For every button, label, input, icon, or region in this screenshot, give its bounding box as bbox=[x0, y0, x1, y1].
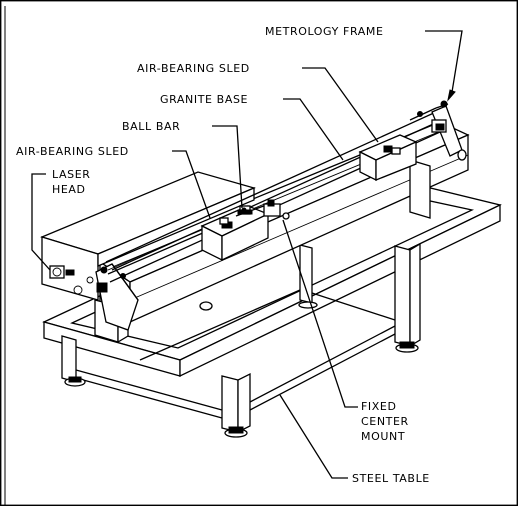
laser-head-label-line2: HEAD bbox=[52, 183, 86, 196]
ball-bar bbox=[235, 202, 273, 217]
fixed-center-mount-label-line1: FIXED bbox=[361, 400, 397, 413]
label-granite-base: GRANITE BASE bbox=[160, 93, 344, 161]
steel-table-label: STEEL TABLE bbox=[352, 472, 430, 485]
label-steel-table: STEEL TABLE bbox=[279, 394, 430, 485]
fixed-center-mount-label-line2: CENTER bbox=[361, 415, 409, 428]
laser-head-label-line1: LASER bbox=[52, 168, 90, 181]
granite-base-label: GRANITE BASE bbox=[160, 93, 248, 106]
metrology-frame-label: METROLOGY FRAME bbox=[265, 25, 384, 38]
fixed-center-mount-label-line3: MOUNT bbox=[361, 430, 405, 443]
label-fixed-center-mount: FIXED CENTER MOUNT bbox=[282, 219, 409, 443]
metrology-frame bbox=[409, 100, 467, 161]
label-ball-bar: BALL BAR bbox=[122, 120, 243, 209]
ball-bar-label: BALL BAR bbox=[122, 120, 180, 133]
steel-table bbox=[42, 171, 502, 438]
air-bearing-sled-top-label: AIR-BEARING SLED bbox=[137, 62, 250, 75]
label-laser-head: LASER HEAD bbox=[31, 168, 90, 271]
right-air-bearing-sled bbox=[358, 134, 418, 182]
air-bearing-sled-left-label: AIR-BEARING SLED bbox=[16, 145, 129, 158]
left-end-frame bbox=[95, 263, 139, 331]
label-air-bearing-sled-left: AIR-BEARING SLED bbox=[16, 145, 211, 219]
label-air-bearing-sled-top: AIR-BEARING SLED bbox=[137, 62, 379, 143]
label-metrology-frame: METROLOGY FRAME bbox=[265, 25, 463, 102]
fixed-center-mount bbox=[263, 199, 290, 220]
